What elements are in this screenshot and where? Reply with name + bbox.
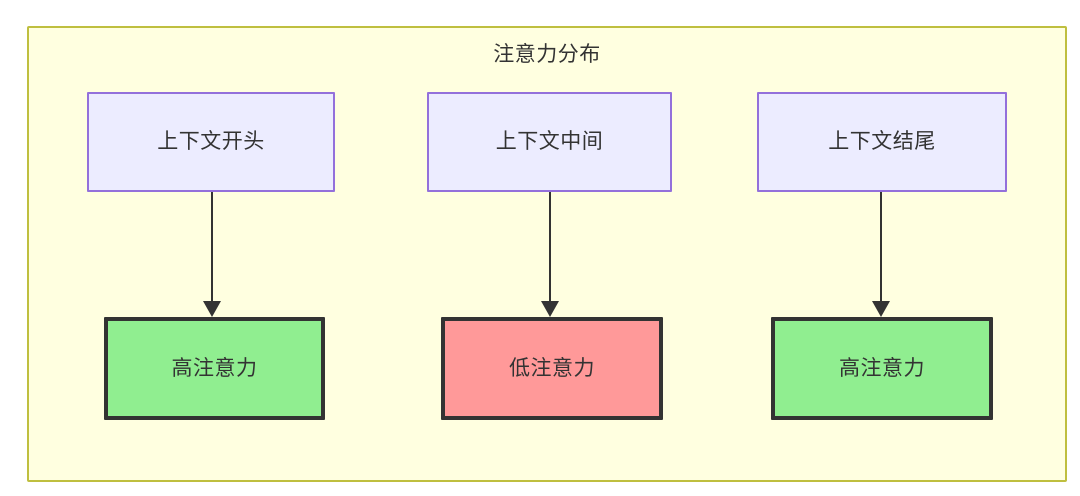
node-context-end[interactable]: 上下文结尾: [757, 92, 1007, 192]
node-low-attention-middle-label: 低注意力: [509, 356, 595, 380]
node-high-attention-end-label: 高注意力: [839, 356, 925, 380]
node-high-attention-beginning[interactable]: 高注意力: [104, 317, 325, 420]
node-high-attention-end[interactable]: 高注意力: [771, 317, 993, 420]
node-low-attention-middle[interactable]: 低注意力: [441, 317, 663, 420]
subgraph-title: 注意力分布: [493, 43, 601, 66]
node-context-beginning-label: 上下文开头: [157, 130, 265, 153]
node-context-end-label: 上下文结尾: [828, 130, 936, 153]
node-context-middle-label: 上下文中间: [495, 130, 604, 153]
node-context-beginning[interactable]: 上下文开头: [87, 92, 335, 192]
node-context-middle[interactable]: 上下文中间: [427, 92, 672, 192]
node-high-attention-beginning-label: 高注意力: [171, 356, 258, 380]
